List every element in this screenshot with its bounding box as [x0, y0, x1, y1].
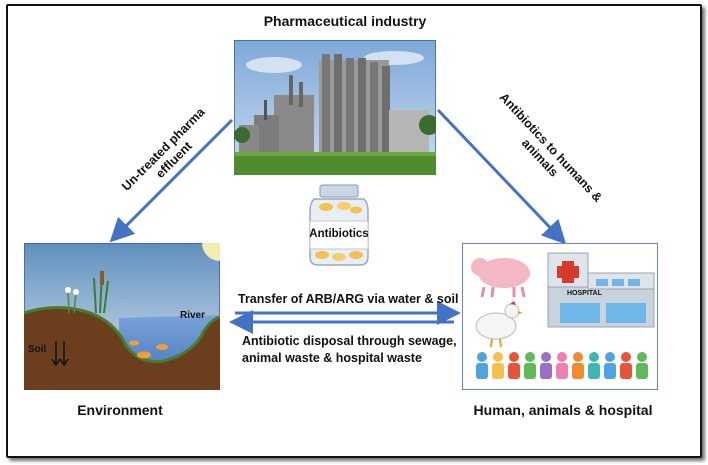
antibiotics-bottle-icon: [309, 184, 369, 266]
humans-caption: Human, animals & hospital: [473, 402, 653, 418]
chicken-icon: [475, 312, 517, 340]
factory-image: [234, 40, 436, 175]
pig-icon: [478, 258, 530, 288]
arrow-factory-to-environment: [109, 118, 234, 243]
arrow-factory-to-humans: [436, 108, 567, 245]
humans-animals-hospital-image: [462, 243, 658, 390]
transfer-label: Transfer of ARB/ARG via water & soil: [238, 292, 459, 306]
hospital-icon: [547, 252, 655, 328]
env-river-label: River: [180, 310, 206, 321]
hospital-sign: HOSPITAL: [567, 290, 602, 297]
people-icons: [476, 352, 648, 379]
disposal-label-line2: animal waste & hospital waste: [242, 351, 422, 365]
environment-image: [24, 243, 220, 390]
disposal-label: Antibiotic disposal through sewage, anim…: [242, 333, 457, 367]
env-soil-label: Soil: [28, 344, 47, 355]
factory-title: Pharmaceutical industry: [263, 13, 427, 29]
disposal-label-line1: Antibiotic disposal through sewage,: [242, 334, 457, 348]
environment-caption: Environment: [77, 402, 163, 418]
bottle-label: Antibiotics: [309, 228, 369, 240]
